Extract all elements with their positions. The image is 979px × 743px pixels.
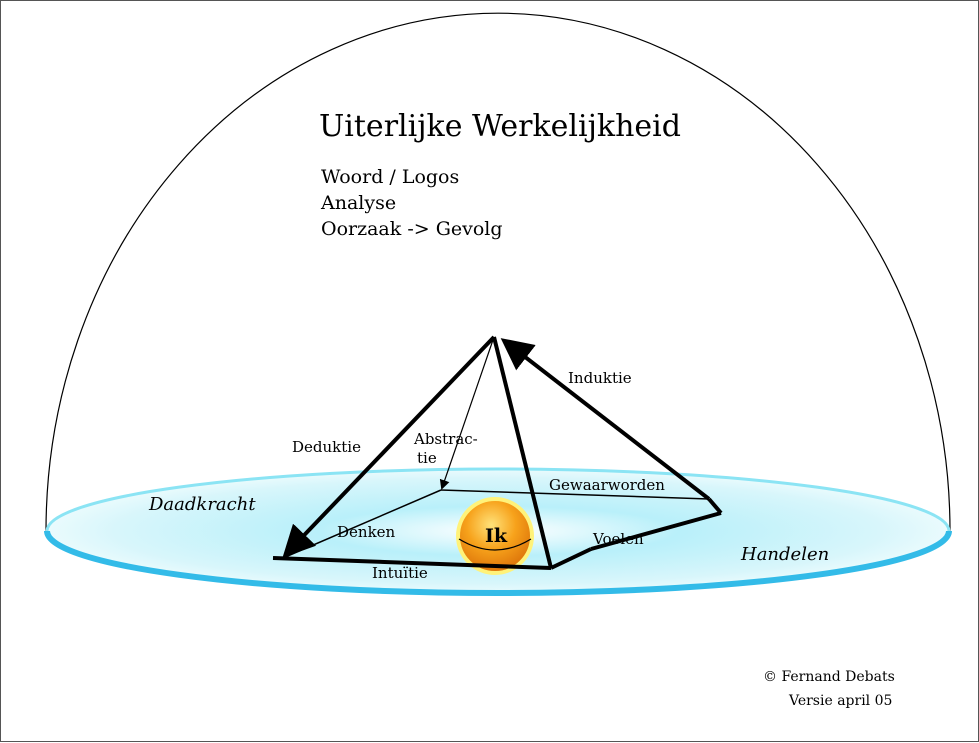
- base-line-voelen: [550, 547, 592, 570]
- label-deduktie: Deduktie: [292, 438, 361, 456]
- ik-sphere-band: [458, 538, 532, 551]
- label-daadkracht: Daadkracht: [149, 494, 256, 515]
- pyramid-edge-front: [492, 336, 553, 569]
- label-abstractie-2: tie: [417, 449, 437, 467]
- subtitle-line-1: Woord / Logos: [321, 166, 460, 188]
- base-line-voelen-back: [590, 511, 722, 551]
- base-line-gewaarworden: [440, 489, 710, 500]
- label-intuitie: Intuïtie: [372, 564, 428, 582]
- label-abstractie-1: Abstrac-: [414, 430, 478, 448]
- ground-plane-front-rim: [44, 530, 952, 596]
- label-handelen: Handelen: [741, 544, 830, 565]
- label-induktie: Induktie: [568, 369, 632, 387]
- label-ik: Ik: [485, 525, 508, 547]
- dome-arc: [45, 12, 951, 532]
- label-denken: Denken: [337, 523, 396, 541]
- credit-version: Versie april 05: [789, 693, 893, 709]
- induktie-arrow: [500, 338, 711, 501]
- base-line-right: [707, 497, 723, 515]
- base-line-intuitie: [272, 556, 552, 570]
- subtitle-line-3: Oorzaak -> Gevolg: [321, 218, 503, 240]
- diagram-title: Uiterlijke Werkelijkheid: [319, 109, 681, 144]
- ik-sphere: [456, 497, 534, 575]
- abstractie-arrow: [439, 336, 495, 490]
- label-gewaarworden: Gewaarworden: [549, 476, 665, 494]
- ground-plane-back-rim: [45, 467, 951, 532]
- subtitle-line-2: Analyse: [321, 192, 397, 214]
- credit-author: © Fernand Debats: [763, 669, 895, 685]
- label-voelen: Voelen: [593, 530, 644, 548]
- deduktie-arrow: [282, 335, 496, 558]
